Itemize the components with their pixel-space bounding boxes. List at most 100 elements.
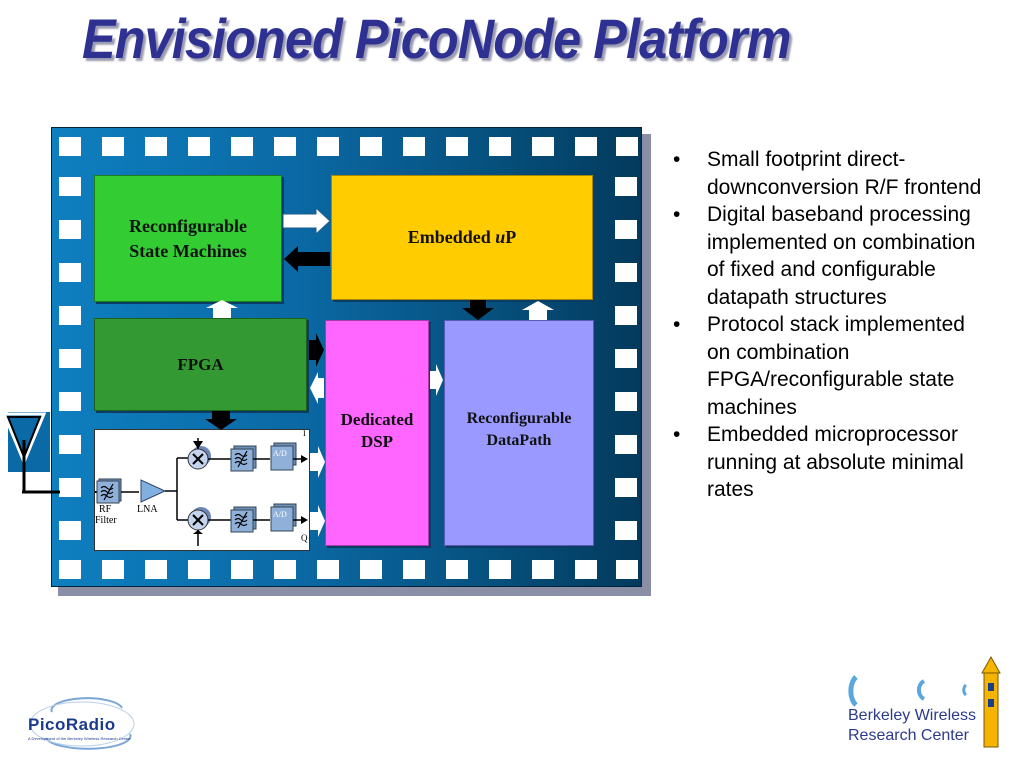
state-machines-line2: State Machines [129, 240, 247, 261]
arrow-rf-to-dsp-top [310, 446, 325, 478]
adc-top-icon: A/D [270, 442, 297, 471]
dsp-block: Dedicated DSP [325, 320, 429, 546]
picoradio-logo: PicoRadio A Development of the Berkeley … [22, 690, 140, 756]
rf-frontend-schematic: A/D A/D I Q RF Filter LNA [95, 429, 308, 546]
chip-pad [59, 306, 81, 325]
chip-pad [489, 560, 511, 579]
state-machines-block: Reconfigurable State Machines [94, 175, 282, 302]
adc-bottom-label: A/D [273, 510, 287, 519]
chip-pad [615, 521, 637, 540]
rf-filter-label-1: RF [99, 504, 112, 515]
state-machines-line1: Reconfigurable [129, 215, 247, 236]
lpf-top-icon [230, 445, 257, 472]
chip-pad [59, 137, 81, 156]
chip-pad [188, 137, 210, 156]
arrow-fpga-to-rf [205, 411, 237, 430]
chip-pad [403, 560, 425, 579]
embedded-up-block: Embedded uP [331, 175, 593, 300]
chip-pad [446, 560, 468, 579]
chip-pad [59, 478, 81, 497]
chip-pad [532, 560, 554, 579]
chip-pad [615, 478, 637, 497]
picoradio-swirl-icon [29, 697, 135, 750]
chip-pad [59, 560, 81, 579]
rf-filter-icon [96, 478, 122, 504]
rf-frontend-block: A/D A/D I Q RF Filter LNA [94, 429, 310, 551]
dsp-line2: DSP [360, 432, 394, 451]
bwrc-waves-icon [848, 655, 1001, 748]
lpf-bottom-icon [230, 506, 257, 533]
chip-pad [615, 306, 637, 325]
arrow-fpga-to-sm [206, 300, 238, 318]
chip-pad [317, 560, 339, 579]
embedded-up-suffix: P [505, 227, 517, 247]
slide-title: Envisioned PicoNode Platform [82, 7, 791, 70]
bullet-list: Small footprint direct-downconversion R/… [673, 146, 993, 504]
arrow-fpga-to-dsp [309, 333, 324, 367]
chip-pad [317, 137, 339, 156]
adc-top-label: A/D [273, 449, 287, 458]
picoradio-wordmark: PicoRadio [28, 715, 116, 734]
bwrc-name-line1: Berkeley Wireless [848, 707, 977, 724]
chip-pad [274, 137, 296, 156]
chip-pad [59, 177, 81, 196]
arrow-dsp-to-datapath [430, 364, 443, 396]
chip-pad [145, 560, 167, 579]
fpga-block: FPGA [94, 318, 307, 411]
bwrc-name-line2: Research Center [848, 727, 969, 744]
dsp-line1: Dedicated [340, 410, 414, 429]
adc-bottom-icon: A/D [270, 503, 297, 532]
arrow-up-to-sm [284, 246, 330, 272]
bwrc-logo: Berkeley Wireless Research Center [838, 655, 1008, 755]
chip-pad [188, 560, 210, 579]
chip-pad [615, 435, 637, 454]
chip-pad [615, 263, 637, 282]
chip-pad [575, 560, 597, 579]
chip-pad [59, 435, 81, 454]
chip-pad [446, 137, 468, 156]
embedded-up-italic: u [495, 227, 506, 247]
embedded-up-prefix: Embedded [407, 227, 496, 247]
datapath-line1: Reconfigurable [466, 410, 572, 427]
arrow-rf-to-dsp-bottom [310, 505, 325, 537]
chip-pad [59, 263, 81, 282]
datapath-line2: DataPath [486, 432, 552, 449]
q-channel-label: Q [301, 533, 308, 543]
fpga-label: FPGA [177, 354, 224, 374]
chip-pad [59, 521, 81, 540]
datapath-block: Reconfigurable DataPath [444, 320, 594, 546]
picoradio-tagline: A Development of the Berkeley Wireless R… [28, 736, 131, 741]
chip-pad [360, 560, 382, 579]
rf-filter-label-2: Filter [95, 515, 117, 526]
chip-pad [231, 137, 253, 156]
arrow-datapath-to-up [522, 301, 554, 320]
chip-pad [615, 392, 637, 411]
chip-pad [102, 560, 124, 579]
chip-pad [489, 137, 511, 156]
chip-pad [102, 137, 124, 156]
i-channel-label: I [303, 430, 306, 438]
chip-pad [59, 349, 81, 368]
mixer-bottom-icon [187, 507, 211, 531]
chip-diagram: Reconfigurable State Machines Embedded u… [51, 127, 642, 587]
chip-pad [59, 392, 81, 411]
chip-pad [59, 220, 81, 239]
block-arrows [205, 206, 554, 537]
chip-pad [616, 560, 638, 579]
bullet-item: Protocol stack implemented on combinatio… [673, 311, 993, 421]
chip-pad [575, 137, 597, 156]
chip-pad [615, 220, 637, 239]
embedded-up-label: Embedded uP [408, 227, 517, 248]
bullet-item: Small footprint direct-downconversion R/… [673, 146, 993, 201]
lna-label: LNA [137, 504, 158, 515]
chip-pad [360, 137, 382, 156]
chip-pad [403, 137, 425, 156]
chip-pad [616, 137, 638, 156]
arrow-dsp-to-fpga [310, 372, 324, 404]
chip-pad [615, 177, 637, 196]
arrow-up-to-datapath [462, 300, 494, 320]
bullet-item: Digital baseband processing implemented … [673, 201, 993, 311]
chip-pad [532, 137, 554, 156]
antenna-icon [1, 412, 60, 494]
chip-pad [145, 137, 167, 156]
